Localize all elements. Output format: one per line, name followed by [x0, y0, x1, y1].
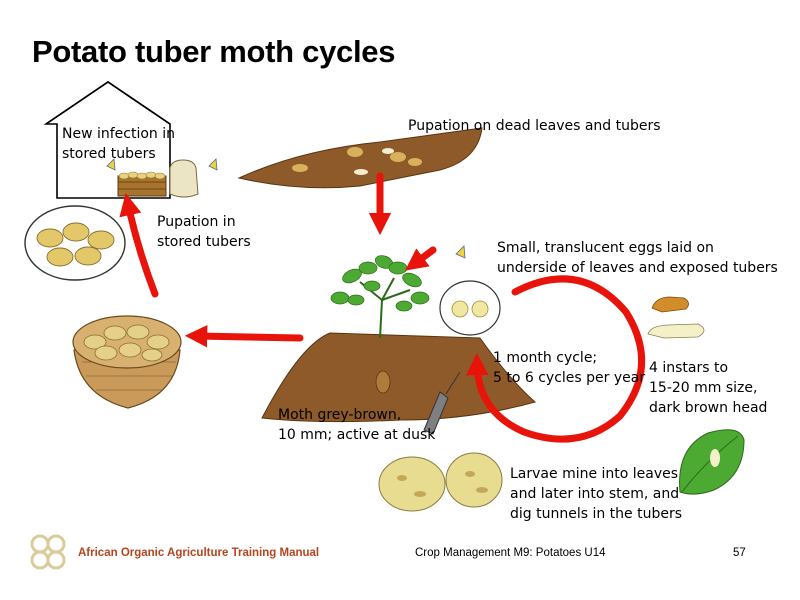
arrow-ridge-to-basket: [184, 325, 304, 348]
damaged-tubers-icon: [378, 452, 503, 512]
arrow-to-leaves: [404, 246, 437, 271]
manual-logo-icon: [30, 534, 66, 570]
dead-leaves-soil-icon: [237, 127, 483, 189]
arrow-cycle-loop: [466, 275, 646, 443]
label-cycle: 1 month cycle;5 to 6 cycles per year: [493, 350, 646, 386]
moth-small-icon: [106, 158, 218, 171]
grey-moth-icon: [423, 371, 461, 435]
moth-icon: [455, 245, 466, 259]
larva-icon: [647, 296, 705, 339]
potato-plant-icon: [330, 255, 430, 339]
mined-leaf-icon: [679, 429, 745, 495]
storehouse-icon: [43, 81, 199, 199]
footer-module: Crop Management M9: Potatoes U14: [415, 547, 606, 559]
arrow-basket-to-store: [119, 193, 159, 298]
eggs-icon: [439, 280, 501, 336]
cycle-arrows: [119, 172, 646, 443]
stored-tubers-icon: [24, 205, 126, 281]
label-pupation-dead-leaves: Pupation on dead leaves and tubers: [408, 118, 661, 134]
label-moth: Moth grey-brown,10 mm; active at dusk: [278, 407, 436, 443]
basket-of-tubers-icon: [72, 315, 182, 409]
footer-manual-title: African Organic Agriculture Training Man…: [78, 547, 320, 559]
page-number: 57: [733, 547, 746, 559]
slide-title: Potato tuber moth cycles: [32, 34, 396, 69]
